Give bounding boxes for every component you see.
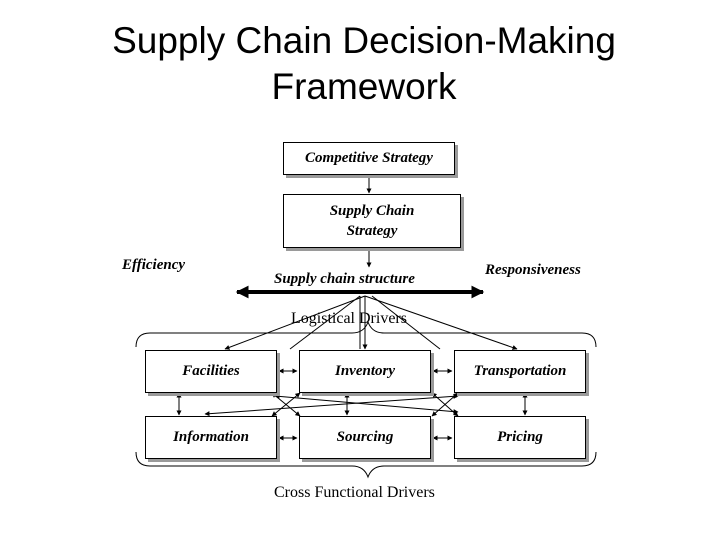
arrow-structure-to-transportation bbox=[364, 295, 518, 350]
competitive-strategy-box: Competitive Strategy bbox=[283, 142, 455, 175]
pricing-label: Pricing bbox=[497, 429, 543, 445]
supply-chain-strategy-box: Supply Chain Strategy bbox=[283, 194, 461, 248]
arrow-structure-to-information bbox=[289, 295, 361, 350]
responsiveness-label: Responsiveness bbox=[485, 262, 581, 278]
sourcing-label: Sourcing bbox=[336, 429, 394, 445]
transportation-label: Transportation bbox=[473, 363, 567, 379]
title-line-1: Supply Chain Decision-Making bbox=[112, 20, 616, 61]
arrow-structure-to-facilities bbox=[224, 295, 366, 350]
facilities-box: Facilities bbox=[145, 350, 277, 393]
efficiency-label: Efficiency bbox=[122, 257, 186, 273]
sourcing-box: Sourcing bbox=[299, 416, 431, 459]
arrow-transportation-information bbox=[204, 393, 459, 417]
pricing-box: Pricing bbox=[454, 416, 586, 459]
information-box: Information bbox=[145, 416, 277, 459]
arrow-structure-to-pricing bbox=[371, 295, 441, 350]
transportation-box: Transportation bbox=[454, 350, 586, 393]
logistical-drivers-brace bbox=[135, 320, 597, 348]
logistical-drivers-label: Logistical Drivers bbox=[291, 310, 407, 327]
cross-functional-drivers-label: Cross Functional Drivers bbox=[274, 484, 435, 501]
cross-functional-drivers-brace bbox=[135, 451, 597, 479]
inventory-label: Inventory bbox=[335, 363, 395, 379]
facilities-label: Facilities bbox=[182, 363, 240, 379]
slide-title: Supply Chain Decision-Making Framework bbox=[0, 18, 728, 110]
title-line-2: Framework bbox=[271, 66, 457, 107]
information-label: Information bbox=[173, 429, 249, 445]
supply-chain-structure-label: Supply chain structure bbox=[274, 271, 415, 287]
supply-chain-strategy-line-1: Supply Chain bbox=[329, 203, 415, 219]
supply-chain-strategy-line-2: Strategy bbox=[346, 223, 398, 239]
inventory-box: Inventory bbox=[299, 350, 431, 393]
competitive-strategy-label: Competitive Strategy bbox=[305, 150, 433, 166]
